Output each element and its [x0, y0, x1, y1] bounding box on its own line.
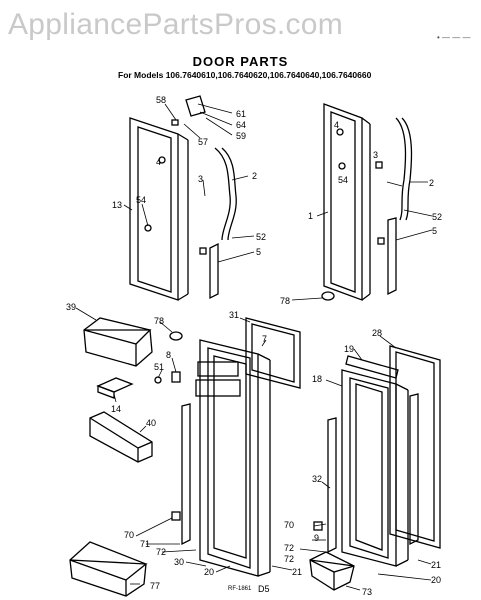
callout-70-left: 70 [124, 530, 134, 540]
left-strip-32 [181, 403, 337, 554]
watermark-text: AppliancePartsPros.com [8, 8, 344, 41]
callout-78-right: 78 [280, 296, 290, 306]
callout-3-right: 3 [373, 150, 378, 160]
footer-page: D5 [258, 584, 270, 594]
callout-52-right: 52 [432, 212, 442, 222]
left-lower-door [195, 339, 271, 577]
callout-3-left: 3 [198, 174, 203, 184]
screw-4-right [336, 128, 344, 136]
callout-4-right: 4 [334, 120, 339, 130]
callout-51: 51 [154, 362, 164, 372]
bin-73 [309, 551, 355, 591]
callout-72-right: 72 [284, 543, 294, 553]
callout-21-right: 21 [431, 560, 441, 570]
callout-13: 13 [112, 200, 122, 210]
callout-1: 1 [308, 211, 313, 221]
right-upper-door [323, 103, 371, 301]
callout-2-left: 2 [252, 171, 257, 181]
callout-21-left: 21 [292, 567, 302, 577]
callout-54-right: 54 [338, 175, 348, 185]
callout-78-left: 78 [154, 316, 164, 326]
tray-14 [96, 377, 134, 399]
diagram-title: DOOR PARTS [192, 54, 289, 69]
callout-72-left: 72 [156, 547, 166, 557]
callout-32: 32 [312, 474, 322, 484]
callout-54-left: 54 [136, 195, 146, 205]
callout-9: 9 [314, 533, 319, 543]
shelf-39 [83, 317, 153, 367]
callout-31: 31 [229, 310, 239, 320]
bin-77 [69, 541, 148, 597]
footer-code: RF-1861 [228, 586, 252, 592]
callout-labels: 58 61 64 57 59 4 2 3 13 54 52 5 1 4 3 54… [66, 95, 442, 597]
part-78-right [321, 291, 335, 301]
callout-70-right: 70 [284, 520, 294, 530]
callout-77: 77 [150, 581, 160, 591]
screw-4-left [158, 156, 166, 164]
leader-lines [75, 103, 433, 591]
part-70-left [171, 511, 181, 521]
callout-52-left: 52 [256, 232, 266, 242]
callout-30: 30 [174, 557, 184, 567]
part-78-left [169, 331, 183, 341]
callout-14: 14 [111, 404, 121, 414]
left-upper-door [129, 117, 189, 301]
screw-54-right [338, 162, 346, 170]
callout-73: 73 [362, 587, 372, 597]
callout-5-right: 5 [432, 226, 437, 236]
right-door-gasket [389, 345, 441, 549]
callout-20-left: 20 [204, 567, 214, 577]
left-upper-handle [171, 95, 237, 300]
callout-8: 8 [166, 350, 171, 360]
callout-7: 7 [262, 334, 267, 344]
callout-2-right: 2 [429, 178, 434, 188]
callout-19: 19 [344, 344, 354, 354]
callout-61: 61 [236, 109, 246, 119]
callout-28: 28 [372, 328, 382, 338]
part-8 [171, 371, 181, 383]
callout-72-right-lower: 72 [284, 554, 294, 564]
callout-71: 71 [140, 539, 150, 549]
callout-57: 57 [198, 137, 208, 147]
right-strip-21 [409, 393, 419, 546]
callout-18: 18 [312, 374, 322, 384]
callout-59: 59 [236, 131, 246, 141]
right-lower-door [341, 369, 409, 567]
callout-40: 40 [146, 418, 156, 428]
callout-39: 39 [66, 302, 76, 312]
screw-51 [154, 376, 162, 384]
callout-64: 64 [236, 120, 246, 130]
models-line: For Models 106.7640610,106.7640620,106.7… [118, 70, 372, 80]
callout-20-right: 20 [431, 575, 441, 585]
left-door-gasket [245, 317, 301, 389]
right-strip-19 [345, 355, 399, 379]
shelf-40 [89, 411, 153, 463]
corner-mark: • — — — [437, 33, 471, 42]
callout-4-left: 4 [156, 157, 161, 167]
right-upper-handle [375, 117, 413, 296]
callout-5-left: 5 [256, 247, 261, 257]
callout-58: 58 [156, 95, 166, 105]
